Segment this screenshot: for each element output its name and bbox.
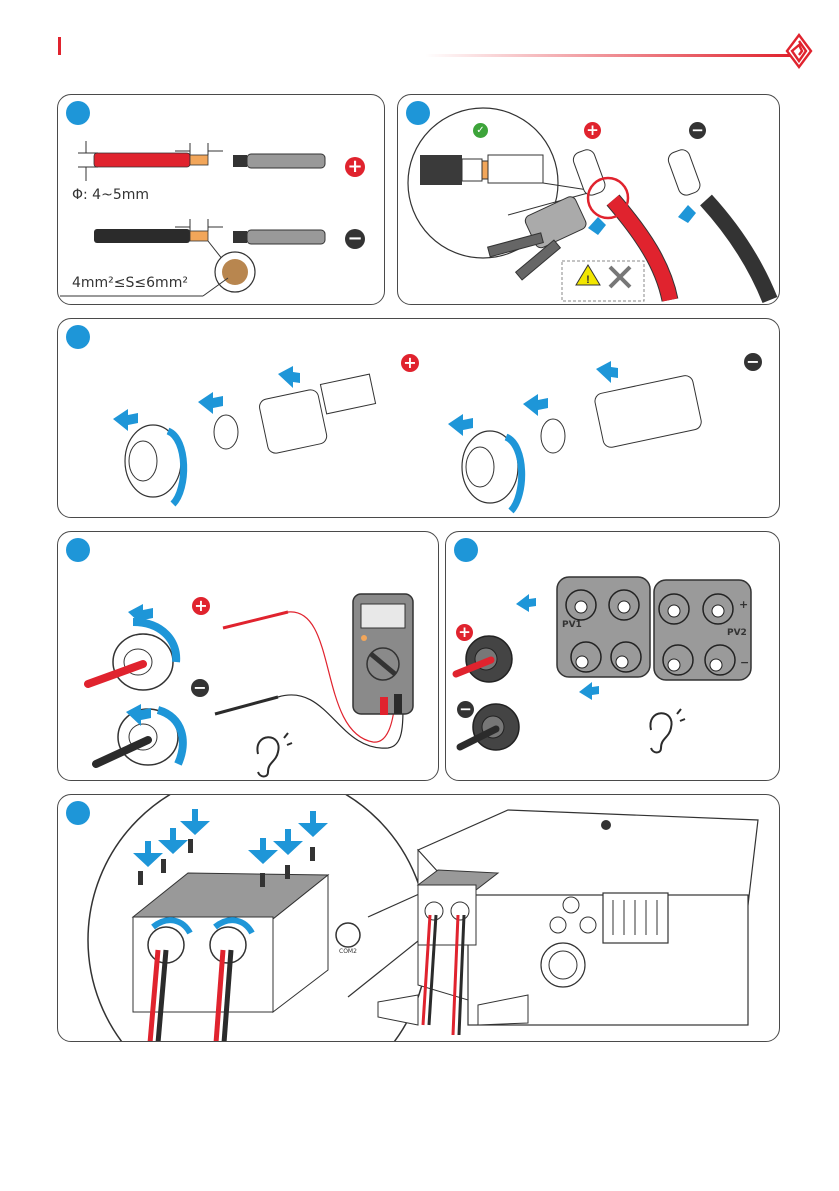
positive-connector: [88, 604, 176, 690]
positive-icon: +: [456, 624, 473, 641]
cross-section-label: 4mm²≤S≤6mm²: [72, 275, 188, 291]
tools-icon: [610, 267, 630, 287]
inverter-icon: [378, 810, 758, 1035]
negative-icon: −: [345, 229, 365, 249]
ok-check-icon: ✓: [473, 123, 488, 138]
brand-logo-icon: [785, 33, 813, 69]
pv-positive-label: +: [739, 598, 748, 611]
negative-connector-assembly: [448, 361, 703, 511]
positive-icon: +: [401, 354, 419, 372]
positive-connector: [456, 636, 512, 682]
black-wire-icon: [94, 229, 190, 243]
zoomed-junction-box: [133, 873, 328, 1042]
com2-port: [336, 923, 360, 947]
pv-negative-label: −: [740, 656, 749, 669]
red-wire-icon: [94, 153, 190, 167]
step-4-panel: + −: [57, 531, 439, 781]
header-rule: [425, 54, 790, 57]
copper-cross-section-icon: [222, 259, 248, 285]
wire-diameter-label: Φ: 4~5mm: [72, 187, 149, 203]
copper-strip: [190, 155, 208, 165]
positive-icon: +: [584, 122, 601, 139]
com2-label: COM2: [339, 948, 357, 955]
step-4-illustration: [58, 532, 439, 781]
negative-icon: −: [457, 701, 474, 718]
section-marker: [58, 37, 61, 55]
ear-click-icon: [257, 733, 292, 777]
positive-icon: +: [345, 157, 365, 177]
step-3-illustration: [58, 319, 780, 518]
negative-icon: −: [191, 679, 209, 697]
step-3-panel: + −: [57, 318, 780, 518]
step-2-panel: ! ✓ + −: [397, 94, 780, 305]
pv2-label: PV2: [727, 628, 747, 638]
step-5-illustration: [446, 532, 780, 781]
positive-icon: +: [192, 597, 210, 615]
negative-icon: −: [689, 122, 706, 139]
pv1-label: PV1: [562, 620, 582, 630]
svg-text:!: !: [586, 274, 590, 286]
step-1-panel: Φ: 4~5mm 4mm²≤S≤6mm² + −: [57, 94, 385, 305]
step-5-panel: PV1 PV2 + − + −: [445, 531, 780, 781]
ear-click-icon: [650, 709, 685, 753]
screw-arrows: [133, 809, 328, 867]
positive-connector-assembly: [113, 366, 376, 504]
red-probe: [223, 612, 288, 628]
multimeter-icon: [353, 594, 413, 715]
black-probe: [215, 697, 278, 714]
negative-icon: −: [744, 353, 762, 371]
step-6-illustration: [58, 795, 780, 1042]
negative-connector: [96, 704, 183, 765]
step-6-panel: COM2: [57, 794, 780, 1042]
